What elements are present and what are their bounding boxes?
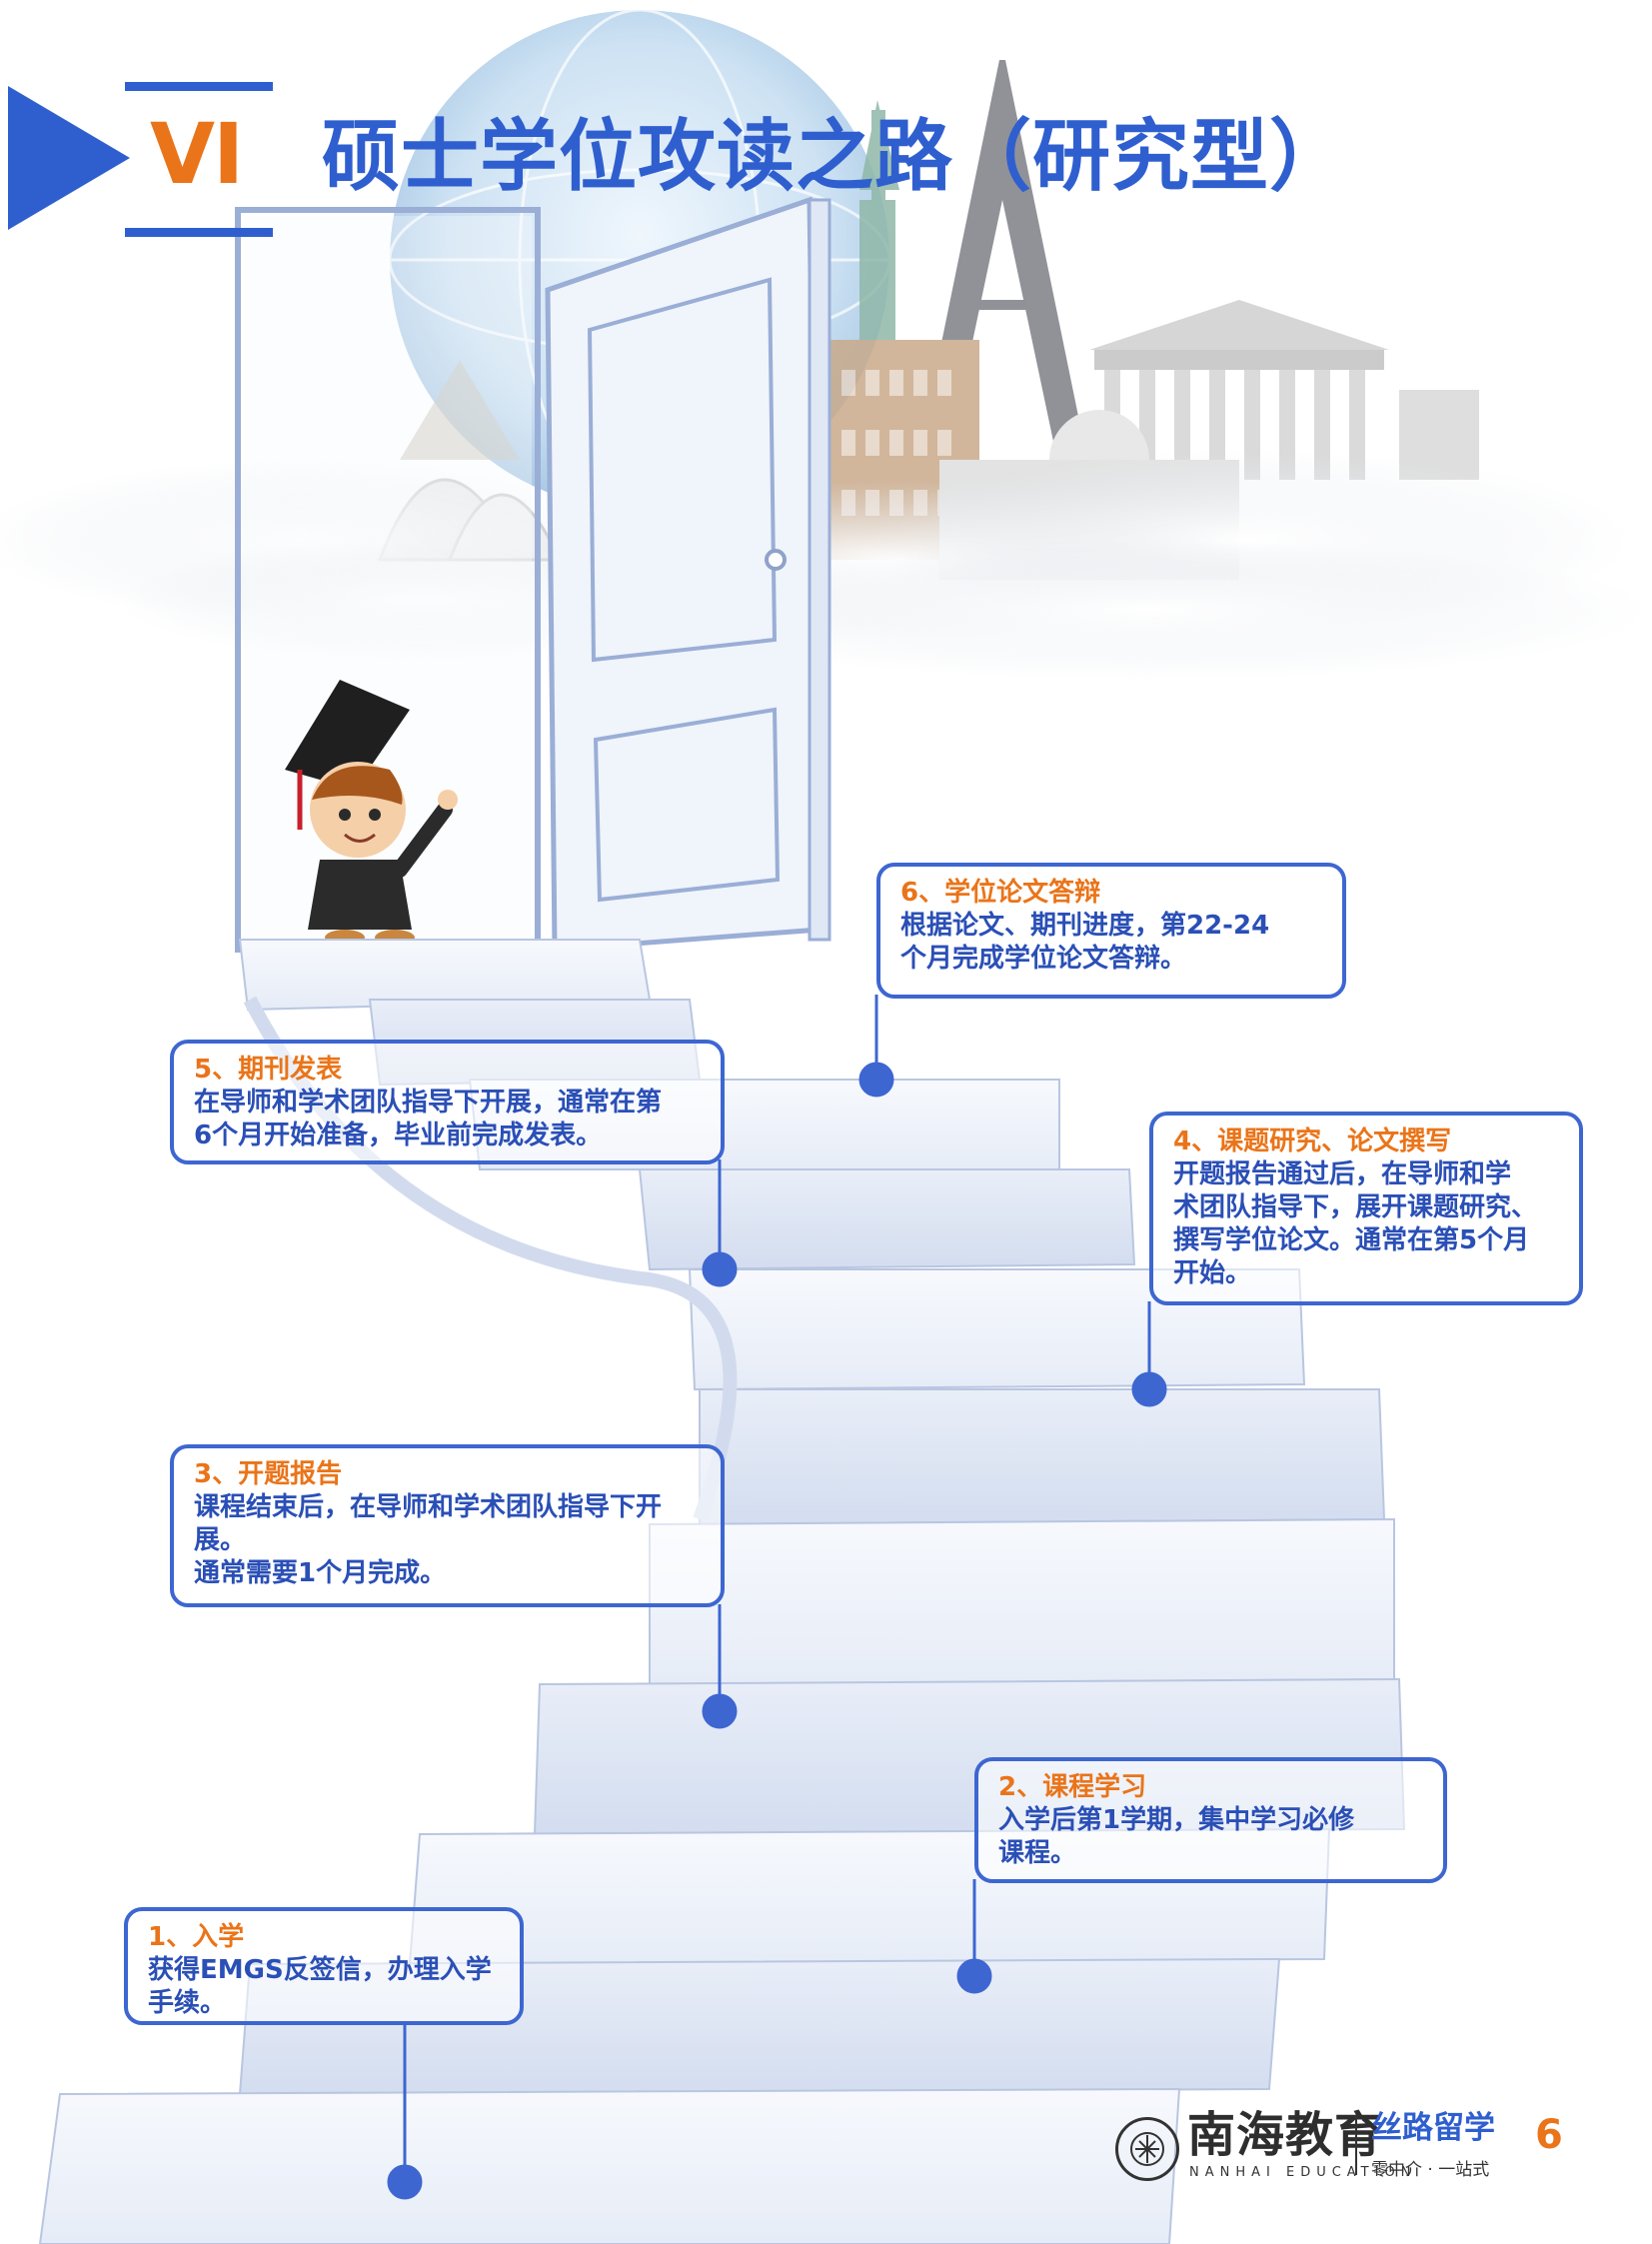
brand-slogan: 丝路留学 xyxy=(1371,2110,1495,2146)
step-5-box: 5、期刊发表 在导师和学术团队指导下开展，通常在第 6个月开始准备，毕业前完成发… xyxy=(170,1040,725,1164)
section-number: VI xyxy=(150,105,244,203)
step-6-marker xyxy=(858,1062,894,1098)
step-4-text: 开题报告通过后，在导师和学 术团队指导下，展开课题研究、 撰写学位论文。通常在第… xyxy=(1173,1159,1538,1288)
header-bottom-rule xyxy=(125,228,273,237)
step-2-title: 2、课程学习 xyxy=(998,1772,1147,1802)
step-3-box: 3、开题报告 课程结束后，在导师和学术团队指导下开 展。 通常需要1个月完成。 xyxy=(170,1444,725,1607)
footer-divider xyxy=(1355,2115,1357,2175)
step-6-title: 6、学位论文答辩 xyxy=(900,878,1101,908)
step-1-marker xyxy=(387,2164,423,2200)
step-3-text: 课程结束后，在导师和学术团队指导下开 展。 通常需要1个月完成。 xyxy=(194,1492,663,1588)
step-5-title: 5、期刊发表 xyxy=(194,1055,343,1085)
connector-lines xyxy=(387,995,1167,2200)
step-2-box: 2、课程学习 入学后第1学期，集中学习必修 课程。 xyxy=(974,1757,1447,1883)
nanhai-logo-icon xyxy=(1115,2117,1179,2181)
step-3-title: 3、开题报告 xyxy=(194,1459,343,1489)
page-number: 6 xyxy=(1535,2112,1563,2158)
brand-name: 南海教育 xyxy=(1187,2107,1384,2163)
step-5-marker xyxy=(702,1251,738,1287)
step-2-text: 入学后第1学期，集中学习必修 课程。 xyxy=(998,1805,1355,1868)
step-2-marker xyxy=(956,1958,992,1994)
step-5-text: 在导师和学术团队指导下开展，通常在第 6个月开始准备，毕业前完成发表。 xyxy=(194,1088,663,1150)
graduate-character-illustration xyxy=(285,680,458,946)
header-arrow-icon xyxy=(8,86,130,230)
step-1-title: 1、入学 xyxy=(148,1922,245,1952)
step-6-text: 根据论文、期刊进度，第22-24 个月完成学位论文答辩。 xyxy=(900,911,1270,974)
step-1-text: 获得EMGS反签信，办理入学 手续。 xyxy=(148,1955,492,2018)
brand-slogan-sub: 零中介 · 一站式 xyxy=(1371,2160,1490,2180)
step-4-box: 4、课题研究、论文撰写 开题报告通过后，在导师和学 术团队指导下，展开课题研究、… xyxy=(1149,1112,1583,1305)
step-4-marker xyxy=(1131,1371,1167,1407)
step-3-marker xyxy=(702,1693,738,1729)
header-top-rule xyxy=(125,82,273,91)
step-1-box: 1、入学 获得EMGS反签信，办理入学 手续。 xyxy=(124,1907,524,2025)
page-title: 硕士学位攻读之路（研究型） xyxy=(322,112,1349,202)
step-6-box: 6、学位论文答辩 根据论文、期刊进度，第22-24 个月完成学位论文答辩。 xyxy=(876,863,1346,999)
step-4-title: 4、课题研究、论文撰写 xyxy=(1173,1126,1452,1156)
